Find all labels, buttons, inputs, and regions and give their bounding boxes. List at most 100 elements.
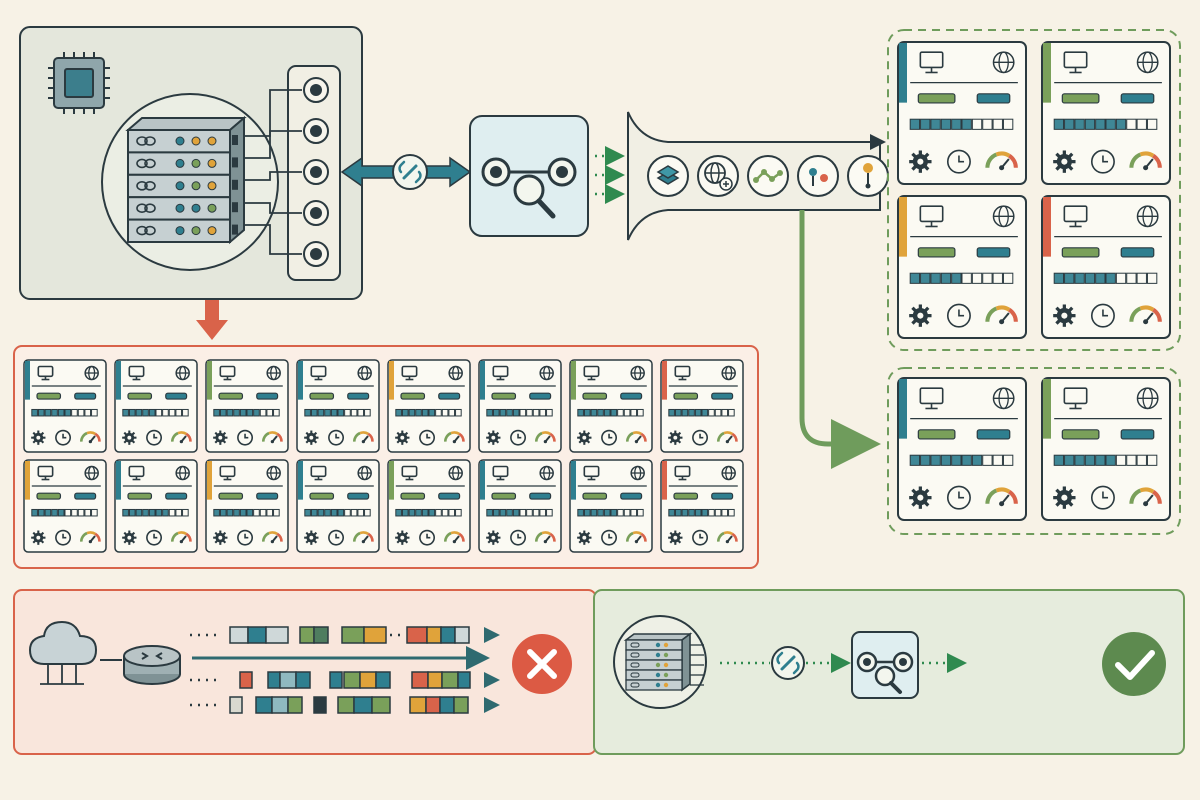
dashboard-card[interactable] [387, 359, 471, 453]
gauge-icon [352, 531, 374, 544]
dashboard-card[interactable] [114, 459, 198, 553]
dashboard-card[interactable] [897, 377, 1027, 521]
gear-icon [486, 430, 501, 445]
dashboard-card[interactable] [23, 459, 107, 553]
monitor-icon [919, 205, 944, 228]
progress-bar [395, 408, 462, 417]
dashboard-card[interactable] [1041, 377, 1171, 521]
progress-bar [909, 272, 1014, 284]
dashboard-card[interactable] [23, 359, 107, 453]
status-pill [491, 392, 517, 400]
clock-icon [237, 429, 254, 446]
dashboard-card[interactable] [1041, 41, 1171, 185]
progress-bar [31, 408, 98, 417]
packet-block [287, 696, 303, 714]
progress-bar [1053, 454, 1158, 466]
dashboard-card[interactable] [296, 359, 380, 453]
clock-icon [419, 529, 436, 546]
pin-dots-icon [797, 155, 839, 197]
gear-icon [668, 530, 683, 545]
progress-bar [1053, 118, 1158, 130]
filtered-group [887, 29, 1181, 351]
port-icon [303, 200, 329, 226]
lollipop-node-icon [847, 155, 889, 197]
status-pill [309, 392, 335, 400]
clock-icon [419, 429, 436, 446]
clock-icon [146, 429, 163, 446]
card-accent-bar [116, 461, 121, 500]
cross-icon [512, 634, 572, 694]
globe-icon [1136, 205, 1159, 228]
gauge-icon [1129, 487, 1162, 507]
dashboard-card[interactable] [205, 359, 289, 453]
dashboard-card[interactable] [569, 459, 653, 553]
legend-inspector-box [851, 631, 919, 699]
status-pill [711, 492, 734, 500]
router-icon [123, 645, 181, 685]
globe-icon [721, 365, 736, 381]
packet-block [363, 626, 387, 644]
status-pill [218, 492, 244, 500]
status-pill [711, 392, 734, 400]
clock-icon [510, 429, 527, 446]
packet-row [190, 626, 500, 644]
globe-icon [992, 387, 1015, 410]
status-pill [529, 392, 552, 400]
dashboard-card[interactable] [660, 459, 744, 553]
dashboard-card[interactable] [897, 195, 1027, 339]
card-accent-bar [25, 461, 30, 500]
port-icon [303, 118, 329, 144]
card-accent-bar [899, 197, 907, 257]
port-icon [303, 159, 329, 185]
card-accent-bar [389, 461, 394, 500]
packet-block [313, 626, 329, 644]
port-icon [303, 77, 329, 103]
packet-block [453, 696, 469, 714]
dashboard-card[interactable] [296, 459, 380, 553]
dashboard-card[interactable] [660, 359, 744, 453]
gauge-icon [534, 531, 556, 544]
status-pill [917, 93, 956, 104]
gear-icon [909, 304, 932, 327]
progress-bar [304, 408, 371, 417]
dashboard-card[interactable] [205, 459, 289, 553]
port-icon [303, 241, 329, 267]
globe-icon [84, 365, 99, 381]
clock-icon [510, 529, 527, 546]
progress-bar [486, 508, 553, 517]
dashboard-card[interactable] [387, 459, 471, 553]
dashboard-card[interactable] [897, 41, 1027, 185]
gauge-icon [443, 531, 465, 544]
card-accent-bar [480, 361, 485, 400]
status-pill [127, 392, 153, 400]
card-accent-bar [899, 43, 907, 103]
packet-block [409, 696, 427, 714]
gear-icon [1053, 150, 1076, 173]
status-pill [400, 392, 426, 400]
card-accent-bar [662, 361, 667, 400]
dashboard-card[interactable] [114, 359, 198, 453]
card-accent-bar [480, 461, 485, 500]
dashboard-card[interactable] [478, 359, 562, 453]
gear-icon [31, 430, 46, 445]
gauge-icon [170, 531, 192, 544]
monitor-icon [401, 465, 418, 481]
progress-bar [122, 408, 189, 417]
packet-row [190, 671, 500, 689]
dashboard-card[interactable] [478, 459, 562, 553]
dashboard-card[interactable] [1041, 195, 1171, 339]
gauge-icon [261, 531, 283, 544]
globe-icon [1136, 51, 1159, 74]
gear-icon [909, 150, 932, 173]
status-pill [582, 392, 608, 400]
packet-block [411, 671, 429, 689]
dashboard-card[interactable] [569, 359, 653, 453]
globe-plus-icon [697, 155, 739, 197]
clock-icon [601, 429, 618, 446]
progress-bar [486, 408, 553, 417]
status-pill [165, 392, 188, 400]
status-pill [673, 392, 699, 400]
monitor-icon [128, 365, 145, 381]
packet-block [341, 626, 365, 644]
